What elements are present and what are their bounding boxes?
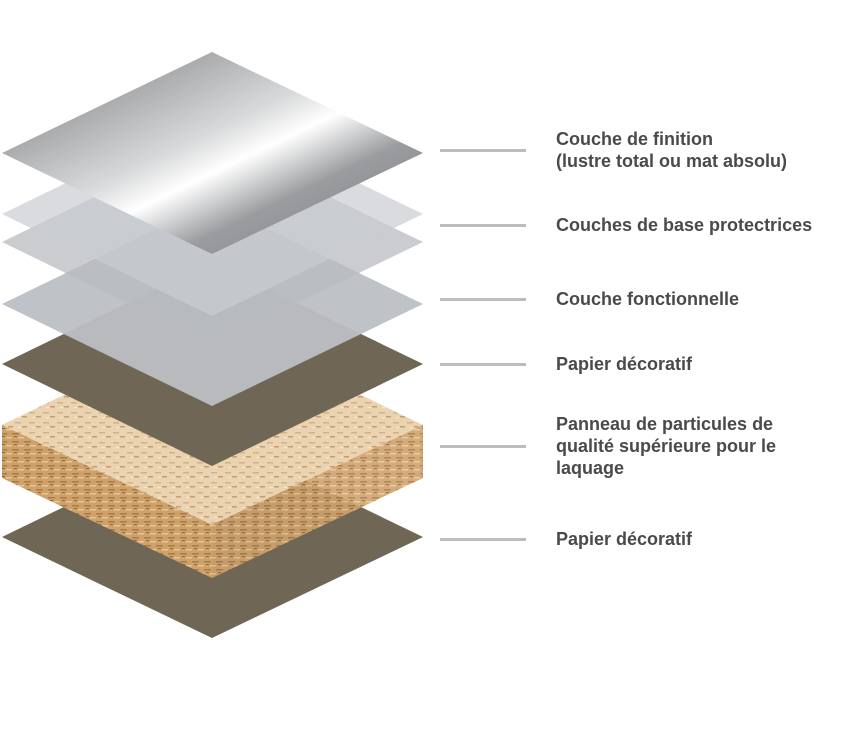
- layer-label-functional: Couche fonctionnelle: [556, 289, 740, 309]
- particle-board-left-side: [2, 425, 212, 578]
- layer-row-decor-paper-bottom: Papier décoratif: [440, 528, 866, 550]
- layer-row-finish: Couche de finition (lustre total ou mat …: [440, 128, 866, 172]
- layer-label-decor-paper-bottom: Papier décoratif: [556, 529, 693, 549]
- finish-layer: [2, 52, 423, 254]
- connector-line: [440, 537, 526, 541]
- connector-line: [440, 297, 526, 301]
- layer-stack-illustration: [2, 52, 423, 638]
- connector-line: [440, 223, 526, 227]
- connector-line: [440, 362, 526, 366]
- layer-row-decor-paper-top: Papier décoratif: [440, 353, 866, 375]
- connector-line: [440, 148, 526, 152]
- layer-label-particle-board: Panneau de particules de qualité supérie…: [556, 414, 777, 478]
- layer-label-base-coats: Couches de base protectrices: [556, 215, 813, 235]
- layer-row-functional: Couche fonctionnelle: [440, 288, 866, 310]
- particle-board-right-side: [212, 425, 423, 578]
- connector-line: [440, 444, 526, 448]
- layer-label-decor-paper-top: Papier décoratif: [556, 354, 693, 374]
- layer-label-finish: Couche de finition (lustre total ou mat …: [556, 129, 788, 171]
- layer-row-base-coats: Couches de base protectrices: [440, 214, 866, 236]
- layer-row-particle-board: Panneau de particules de qualité supérie…: [440, 413, 866, 479]
